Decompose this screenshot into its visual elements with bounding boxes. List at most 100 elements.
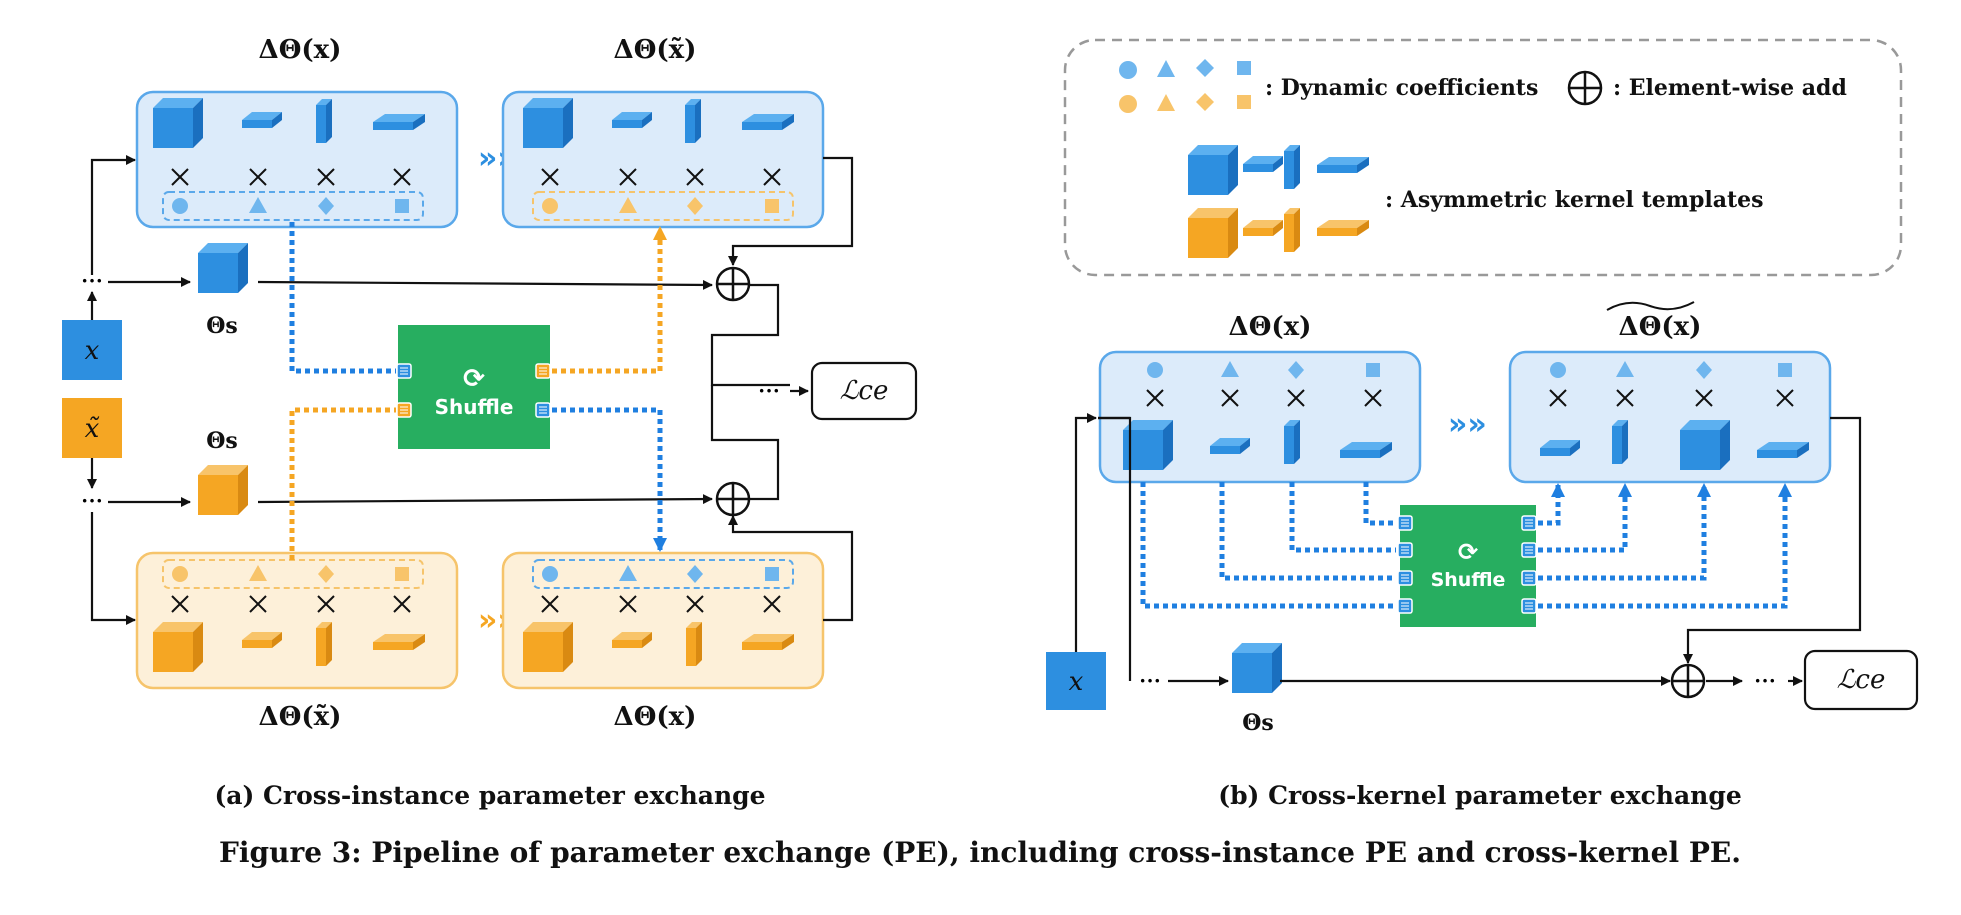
theta-s-cube-icon bbox=[1232, 643, 1282, 693]
square-coefficient-icon bbox=[1237, 95, 1251, 109]
port-icon bbox=[1521, 542, 1537, 558]
diamond-coefficient-icon bbox=[318, 197, 334, 215]
port-icon bbox=[1397, 542, 1413, 558]
flow-lines bbox=[87, 155, 854, 625]
square-coefficient-icon bbox=[1366, 363, 1380, 377]
panel-b-right bbox=[1508, 350, 1832, 484]
port-icon bbox=[535, 402, 551, 418]
legend: : Dynamic coefficients : Element-wise ad… bbox=[1063, 38, 1903, 277]
ellipsis: ··· bbox=[81, 488, 103, 513]
circle-coefficient-icon bbox=[1550, 362, 1566, 378]
legend-kernel-templates: : Asymmetric kernel templates bbox=[1385, 187, 1764, 213]
legend-dynamic-coefficients: : Dynamic coefficients bbox=[1265, 75, 1538, 101]
triangle-coefficient-icon bbox=[1157, 94, 1175, 111]
square-coefficient-icon bbox=[1237, 61, 1251, 75]
port-icon bbox=[1397, 515, 1413, 531]
panel-top-left bbox=[135, 90, 459, 229]
tilde-accent bbox=[1606, 301, 1695, 311]
square-coefficient-icon bbox=[765, 567, 779, 581]
circle-coefficient-icon bbox=[542, 198, 558, 214]
element-wise-add-icon bbox=[715, 481, 751, 517]
kernel-tall-icon bbox=[1284, 420, 1300, 464]
diamond-coefficient-icon bbox=[1196, 59, 1214, 77]
kernel-tall-icon bbox=[1284, 145, 1300, 189]
square-coefficient-icon bbox=[1778, 363, 1792, 377]
circle-coefficient-icon bbox=[1119, 95, 1137, 113]
element-wise-add-icon bbox=[715, 266, 751, 302]
shuffle-module-left: ⟳ Shuffle bbox=[396, 325, 551, 449]
triangle-coefficient-icon bbox=[619, 565, 637, 581]
kernel-cube-icon bbox=[153, 622, 203, 672]
kernel-tall-icon bbox=[316, 622, 332, 666]
port-icon bbox=[1521, 515, 1537, 531]
coefficients-box bbox=[532, 559, 794, 589]
kernel-cube-icon bbox=[153, 98, 203, 148]
kernel-tall-icon bbox=[1284, 208, 1300, 252]
title-top-left: ΔΘ(x) bbox=[259, 35, 342, 65]
kernel-cube-icon bbox=[1188, 208, 1238, 258]
title-left: ΔΘ(x) bbox=[1229, 312, 1312, 342]
diamond-coefficient-icon bbox=[318, 565, 334, 583]
loss-box bbox=[1803, 649, 1919, 711]
ellipsis: ··· bbox=[81, 268, 103, 293]
circle-coefficient-icon bbox=[172, 198, 188, 214]
kernel-tall-icon bbox=[1612, 420, 1628, 464]
chevron-right-icon: »» bbox=[1448, 407, 1487, 442]
figure-caption: Figure 3: Pipeline of parameter exchange… bbox=[219, 836, 1741, 869]
kernel-cube-icon bbox=[1188, 145, 1238, 195]
panel-top-right bbox=[501, 90, 825, 229]
title-right: ΔΘ(x) bbox=[1619, 312, 1702, 342]
input-x-label: x bbox=[85, 336, 100, 366]
refresh-icon: ⟳ bbox=[1458, 538, 1478, 566]
triangle-coefficient-icon bbox=[249, 197, 267, 213]
input-x-label: x bbox=[1069, 667, 1084, 697]
ellipsis: ··· bbox=[1139, 668, 1161, 693]
kernel-cube-icon bbox=[523, 622, 573, 672]
diamond-coefficient-icon bbox=[1288, 361, 1304, 379]
diamond-coefficient-icon bbox=[687, 565, 703, 583]
panel-bottom-right bbox=[501, 551, 825, 690]
right-diagram: ΔΘ(x) ΔΘ(x) »» bbox=[1046, 301, 1919, 736]
port-icon bbox=[1521, 570, 1537, 586]
kernel-flat-icon bbox=[1243, 156, 1283, 172]
element-wise-add-icon bbox=[1670, 663, 1706, 699]
left-diagram: ΔΘ(x) ΔΘ(x̃) ΔΘ(x̃) ΔΘ(x) »» bbox=[62, 35, 918, 732]
coefficients-box bbox=[162, 191, 424, 221]
square-coefficient-icon bbox=[395, 567, 409, 581]
kernel-slab-icon bbox=[1317, 220, 1369, 236]
theta-s-bottom-cube-icon bbox=[198, 465, 248, 515]
theta-s-label: Θs bbox=[1242, 710, 1274, 736]
diamond-coefficient-icon bbox=[687, 197, 703, 215]
panel-b-left bbox=[1098, 350, 1422, 484]
flow-lines bbox=[1074, 413, 1862, 686]
ellipsis: ··· bbox=[758, 378, 780, 403]
triangle-coefficient-icon bbox=[1221, 361, 1239, 377]
port-icon bbox=[396, 402, 412, 418]
title-bottom-right: ΔΘ(x) bbox=[614, 702, 697, 732]
square-coefficient-icon bbox=[395, 199, 409, 213]
port-icon bbox=[396, 363, 412, 379]
circle-coefficient-icon bbox=[1147, 362, 1163, 378]
circle-coefficient-icon bbox=[1119, 61, 1137, 79]
input-x-box bbox=[1046, 652, 1106, 710]
kernel-cube-icon bbox=[1680, 420, 1730, 470]
shuffle-label: Shuffle bbox=[1431, 569, 1506, 591]
theta-s-top-cube-icon bbox=[198, 243, 248, 293]
kernel-flat-icon bbox=[1243, 220, 1283, 236]
refresh-icon: ⟳ bbox=[463, 364, 485, 394]
caption-b: (b) Cross-kernel parameter exchange bbox=[1218, 781, 1742, 810]
triangle-coefficient-icon bbox=[1616, 361, 1634, 377]
triangle-coefficient-icon bbox=[249, 565, 267, 581]
theta-s-bottom-label: Θs bbox=[206, 428, 238, 454]
kernel-slab-icon bbox=[1317, 157, 1369, 173]
port-icon bbox=[1397, 598, 1413, 614]
circle-coefficient-icon bbox=[172, 566, 188, 582]
input-x-tilde-box bbox=[62, 398, 122, 458]
kernel-tall-icon bbox=[686, 622, 702, 666]
triangle-coefficient-icon bbox=[1157, 60, 1175, 77]
shuffle-label: Shuffle bbox=[435, 395, 514, 419]
caption-a: (a) Cross-instance parameter exchange bbox=[214, 781, 765, 810]
element-wise-add-icon bbox=[1567, 70, 1603, 106]
diamond-coefficient-icon bbox=[1196, 93, 1214, 111]
